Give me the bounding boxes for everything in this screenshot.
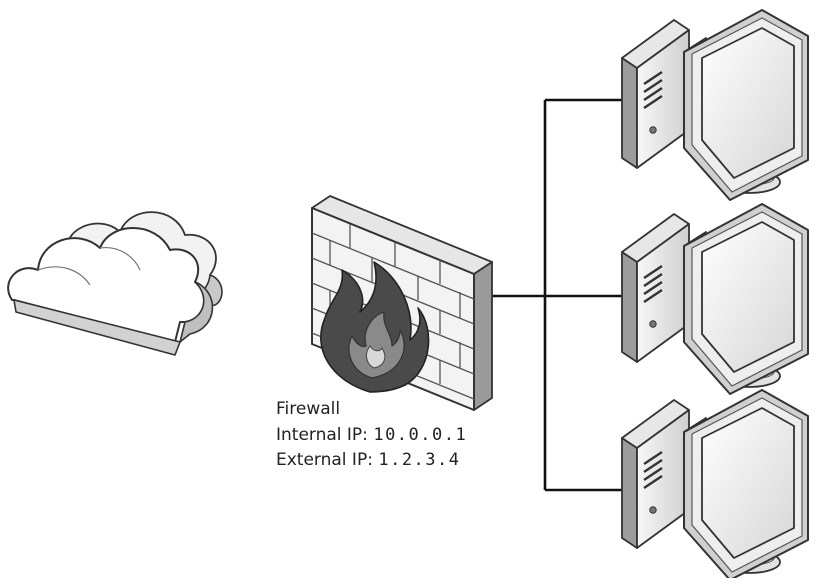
internal-ip-line: Internal IP: 10.0.0.1 <box>276 423 467 449</box>
flame-icon <box>320 261 430 393</box>
connection-lines <box>490 98 625 492</box>
external-ip-line: External IP: 1.2.3.4 <box>276 448 467 474</box>
internal-ip-label: Internal IP: <box>276 424 374 445</box>
computer-icon <box>620 388 810 578</box>
external-ip-label: External IP: <box>276 450 379 470</box>
computer-icon <box>620 202 810 396</box>
firewall-title: Firewall <box>276 399 341 419</box>
firewall-label: Firewall Internal IP: 10.0.0.1 External … <box>276 397 467 474</box>
internal-ip-value: 10.0.0.1 <box>373 424 468 445</box>
firewall-icon <box>311 195 493 411</box>
computer-icon <box>620 8 810 202</box>
external-ip-value: 1.2.3.4 <box>378 450 461 470</box>
internet-cloud-icon <box>7 211 223 356</box>
